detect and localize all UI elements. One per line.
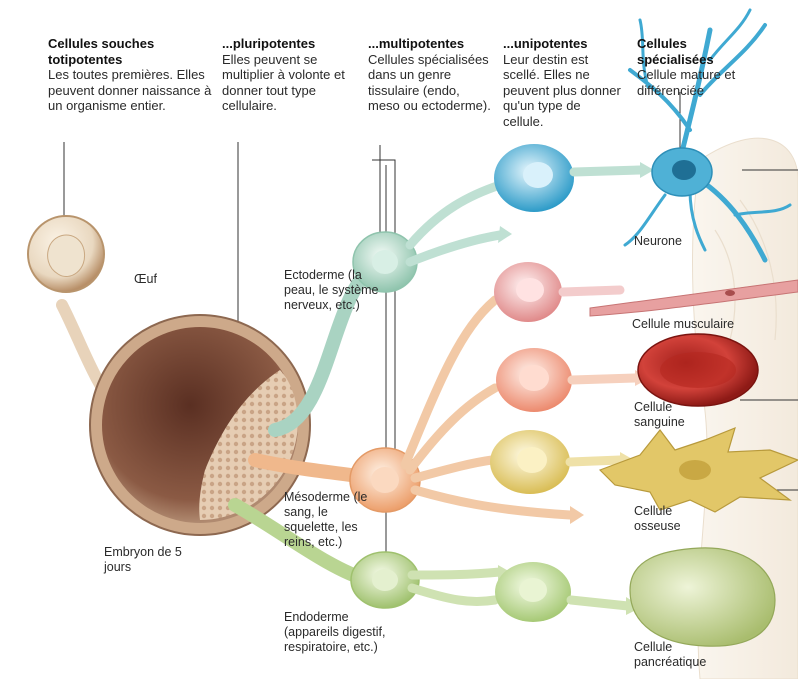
text-pluripotent: Elles peuvent se multiplier à volonte et… [222,52,345,114]
heading-unipotent: ...unipotentes [503,36,623,52]
text-totipotent: Les toutes premières. Elles peuvent donn… [48,67,211,113]
endoderm-progenitor-cell [351,552,419,608]
bone-progenitor-cell [490,430,570,494]
blood-label: Cellule sanguine [634,400,704,430]
embryo-label: Embryon de 5 jours [104,545,184,575]
heading-totipotent: Cellules souches totipotentes [48,36,213,67]
egg-label: Œuf [134,272,157,287]
pancreatic-label: Cellule pancréatique [634,640,729,670]
heading-pluripotent: ...pluripotentes [222,36,347,52]
pancreatic-cell [630,548,775,646]
maturation-arrows [563,170,640,606]
text-unipotent: Leur destin est scellé. Elles ne peuvent… [503,52,621,129]
text-multipotent: Cellules spécialisées dans un genre tiss… [368,52,491,114]
heading-multipotent: ...multipotentes [368,36,493,52]
column-unipotent: ...unipotentes Leur destin est scellé. E… [503,36,623,129]
text-specialized: Cellule mature et différenciée [637,67,735,98]
egg-cell [28,216,104,292]
column-totipotent: Cellules souches totipotentes Les toutes… [48,36,213,114]
column-pluripotent: ...pluripotentes Elles peuvent se multip… [222,36,347,114]
endoderm-label: Endoderme (appareils digestif, respirato… [284,610,396,655]
heading-specialized: Cellules spécialisées [637,36,767,67]
neuron-label: Neurone [634,234,682,249]
muscle-label: Cellule musculaire [632,317,734,332]
pancreatic-progenitor-cell [495,562,571,622]
ectoderm-label: Ectoderme (la peau, le système nerveux, … [284,268,384,313]
neuron-progenitor-cell [494,144,574,212]
blood-cell [638,334,758,406]
column-specialized: Cellules spécialisées Cellule mature et … [637,36,767,98]
muscle-progenitor-cell [494,262,562,322]
column-multipotent: ...multipotentes Cellules spécialisées d… [368,36,493,114]
blood-progenitor-cell [496,348,572,412]
bone-label: Cellule osseuse [634,504,704,534]
mesoderm-label: Mésoderme (le sang, le squelette, les re… [284,490,382,550]
